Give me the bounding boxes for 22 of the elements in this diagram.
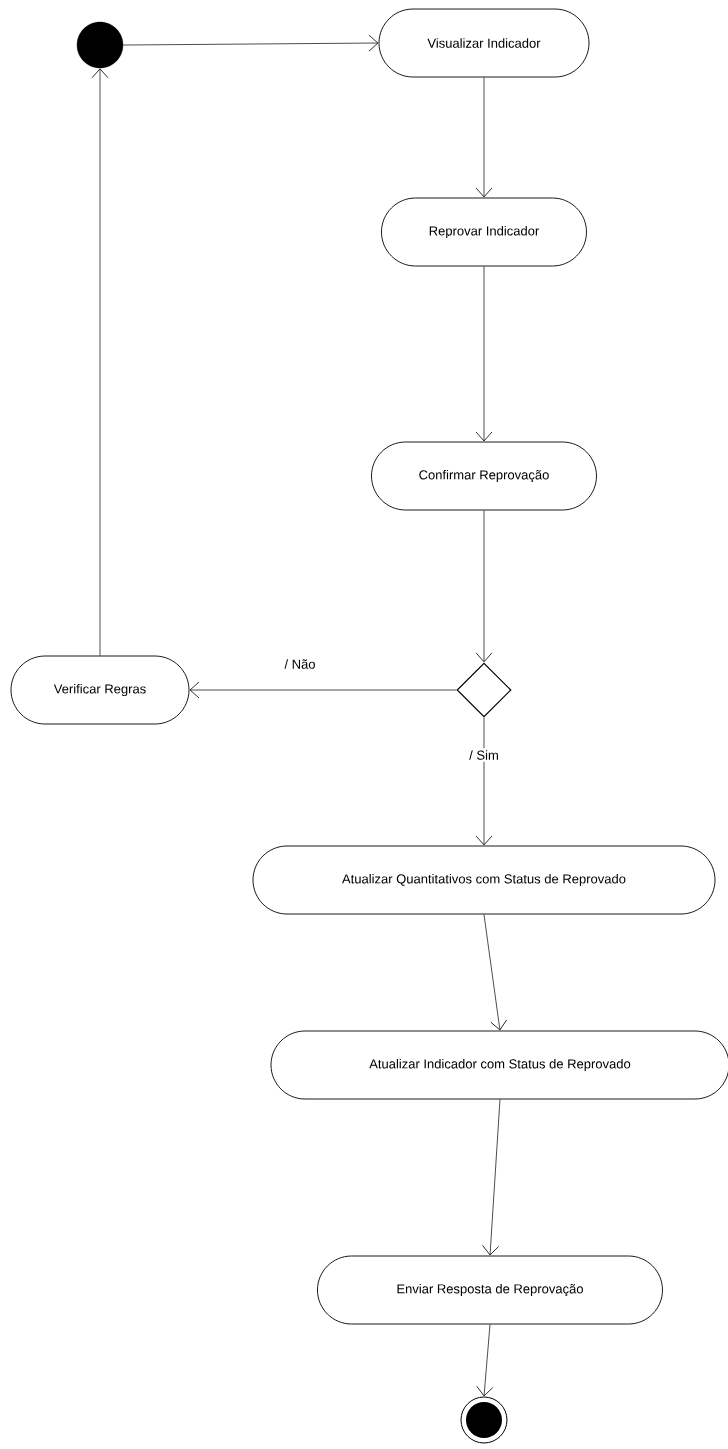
final-node [460,1396,508,1444]
arrow [482,1099,501,1256]
decision-diamond [456,662,512,718]
arrow [483,914,507,1031]
initial-node [76,21,124,69]
arrow [475,77,493,198]
activity-box: Atualizar Quantitativos com Status de Reprovado [252,845,716,915]
activity-box: Confirmar Reprovação [371,441,597,511]
arrow [476,1324,494,1397]
activity-box: Visualizar Indicador [378,8,590,78]
arrow [475,266,493,442]
activity-box: Atualizar Indicador com Status de Reprovado [270,1030,728,1100]
edge-label: / Sim [467,748,501,762]
activity-box: Reprovar Indicador [381,197,587,267]
arrow [475,717,493,846]
arrow [475,510,493,663]
activity-box: Verificar Regras [10,655,190,725]
activity-box: Enviar Resposta de Reprovação [317,1255,663,1325]
arrow [122,34,379,52]
edge-label: / Não [282,657,318,671]
arrow [189,681,457,699]
arrow [91,68,109,656]
